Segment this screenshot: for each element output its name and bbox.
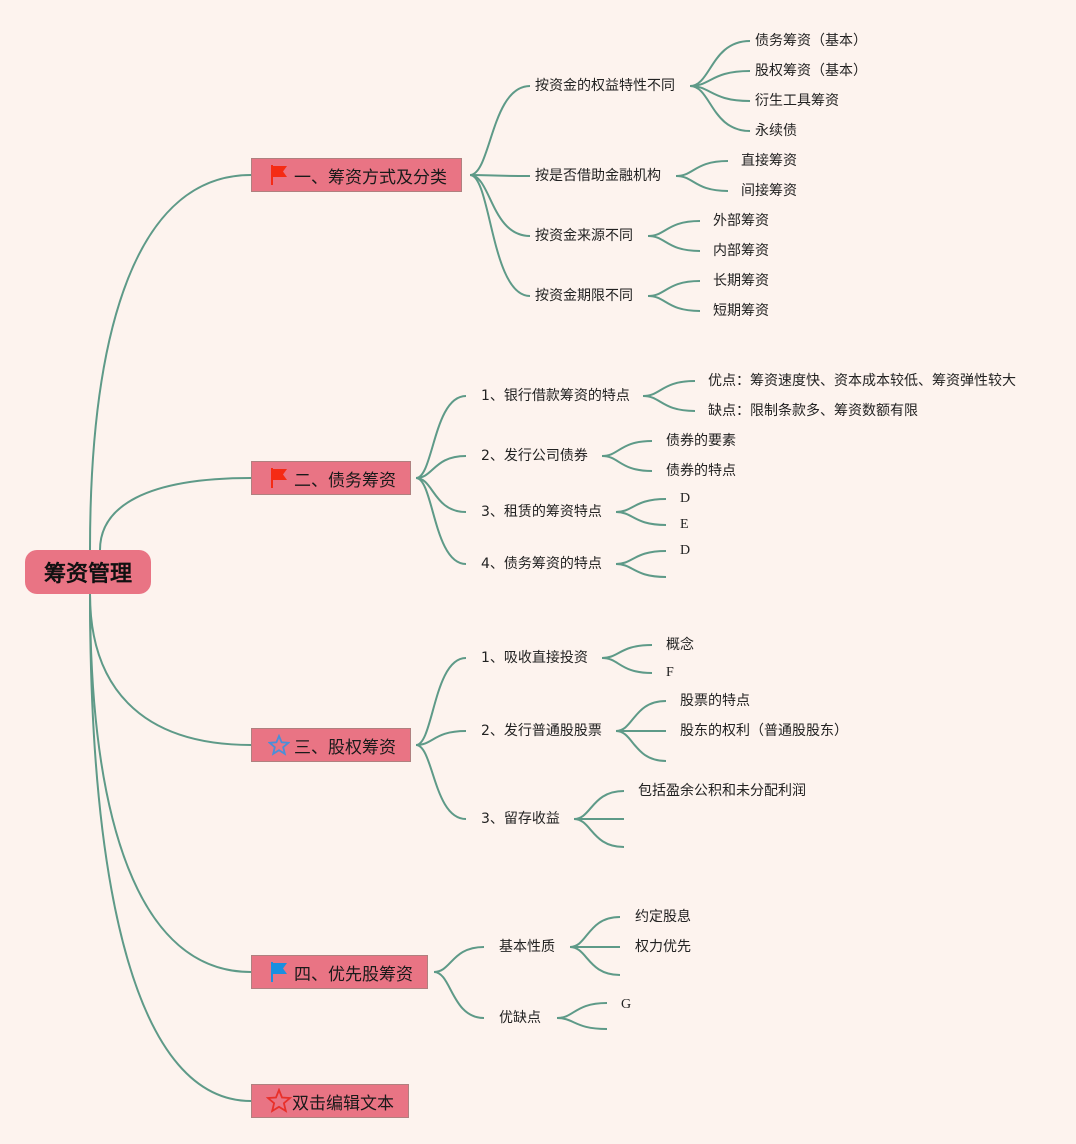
connector-line xyxy=(415,477,467,565)
connector-line xyxy=(469,174,531,237)
root-connector-line xyxy=(89,593,252,1102)
connector-line xyxy=(675,160,729,177)
branch-label: 双击编辑文本 xyxy=(292,1093,394,1114)
leaf[interactable]: 短期筹资 xyxy=(713,303,769,319)
subtopic[interactable]: 按资金的权益特性不同 xyxy=(535,78,675,94)
leaf[interactable]: 债券的要素 xyxy=(666,433,736,449)
connector-line xyxy=(569,916,621,948)
connector-line xyxy=(615,498,667,513)
leaf[interactable]: 衍生工具筹资 xyxy=(755,93,839,109)
connector-line xyxy=(569,946,621,976)
leaf[interactable]: 优点：筹资速度快、资本成本较低、筹资弹性较大 xyxy=(708,373,1016,389)
connector-line xyxy=(615,563,667,578)
subtopic[interactable]: 基本性质 xyxy=(499,939,555,955)
leaf[interactable]: 债券的特点 xyxy=(666,463,736,479)
connector-line xyxy=(601,657,653,674)
blue-flag-icon xyxy=(268,961,290,983)
red-flag-icon xyxy=(268,164,290,186)
leaf[interactable]: 概念 xyxy=(666,637,694,653)
leaf[interactable]: 包括盈余公积和未分配利润 xyxy=(638,783,806,799)
connector-line xyxy=(469,174,531,177)
connector-line xyxy=(601,440,653,457)
connector-line xyxy=(647,280,701,297)
connector-line xyxy=(642,380,696,397)
leaf[interactable]: 股东的权利（普通股股东） xyxy=(680,723,848,739)
connector-line xyxy=(573,818,625,848)
root-connector-line xyxy=(89,593,252,973)
leaf[interactable]: D xyxy=(680,491,691,506)
connector-line xyxy=(689,85,751,132)
branch-debt-financing[interactable]: 二、债务筹资 xyxy=(251,461,411,495)
connector-line xyxy=(415,657,467,746)
branch-label: 二、债务筹资 xyxy=(294,470,396,491)
branch-label: 四、优先股筹资 xyxy=(294,964,413,985)
connector-line xyxy=(615,700,667,732)
branch-label: 三、股权筹资 xyxy=(294,737,396,758)
root-label: 筹资管理 xyxy=(43,562,132,587)
subtopic[interactable]: 优缺点 xyxy=(499,1010,541,1026)
red-flag-icon xyxy=(268,467,290,489)
connector-line xyxy=(615,511,667,526)
leaf[interactable]: E xyxy=(680,517,689,532)
leaf[interactable]: 永续债 xyxy=(755,123,797,139)
connector-line xyxy=(647,220,701,237)
leaf[interactable]: 缺点：限制条款多、筹资数额有限 xyxy=(708,403,918,419)
leaf[interactable]: G xyxy=(621,997,632,1012)
leaf[interactable]: 债务筹资（基本） xyxy=(755,33,867,49)
leaf[interactable]: 股票的特点 xyxy=(680,693,750,709)
connector-line xyxy=(615,550,667,565)
leaf[interactable]: 直接筹资 xyxy=(741,153,797,169)
subtopic[interactable]: 按资金期限不同 xyxy=(535,288,633,304)
leaf[interactable]: D xyxy=(680,543,691,558)
connector-line xyxy=(601,455,653,472)
subtopic[interactable]: 2、发行普通股股票 xyxy=(481,723,602,739)
connector-line xyxy=(647,235,701,252)
connector-line xyxy=(415,744,467,820)
connector-line xyxy=(433,946,485,973)
leaf[interactable]: 外部筹资 xyxy=(713,213,769,229)
blue-star-icon xyxy=(268,734,290,756)
subtopic[interactable]: 1、吸收直接投资 xyxy=(481,650,588,666)
root-connector-line xyxy=(99,477,252,551)
connector-line xyxy=(689,40,751,87)
branch-preferred-stock[interactable]: 四、优先股筹资 xyxy=(251,955,428,989)
connector-line xyxy=(415,455,467,479)
leaf[interactable]: F xyxy=(666,665,674,680)
connector-line xyxy=(415,477,467,513)
connector-line xyxy=(647,295,701,312)
connector-line xyxy=(415,730,467,746)
subtopic[interactable]: 2、发行公司债券 xyxy=(481,448,588,464)
connector-line xyxy=(642,395,696,412)
root-connector-line xyxy=(89,174,252,551)
subtopic[interactable]: 按资金来源不同 xyxy=(535,228,633,244)
leaf[interactable]: 长期筹资 xyxy=(713,273,769,289)
leaf[interactable]: 权力优先 xyxy=(635,939,691,955)
branch-label: 一、筹资方式及分类 xyxy=(294,167,447,188)
connector-line xyxy=(615,730,667,762)
subtopic[interactable]: 3、留存收益 xyxy=(481,811,560,827)
leaf[interactable]: 间接筹资 xyxy=(741,183,797,199)
connector-line xyxy=(601,644,653,659)
connector-line xyxy=(573,790,625,820)
root-connector-line xyxy=(89,593,252,746)
red-star-icon xyxy=(266,1088,292,1114)
connector-line xyxy=(469,85,531,176)
branch-financing-methods[interactable]: 一、筹资方式及分类 xyxy=(251,158,462,192)
branch-edit-text[interactable]: 双击编辑文本 xyxy=(251,1084,409,1118)
leaf[interactable]: 内部筹资 xyxy=(713,243,769,259)
branch-equity-financing[interactable]: 三、股权筹资 xyxy=(251,728,411,762)
connector-line xyxy=(675,175,729,192)
leaf[interactable]: 约定股息 xyxy=(635,909,691,925)
connector-line xyxy=(415,395,467,479)
subtopic[interactable]: 4、债务筹资的特点 xyxy=(481,556,602,572)
connector-line xyxy=(556,1002,608,1019)
connector-line xyxy=(556,1017,608,1030)
subtopic[interactable]: 3、租赁的筹资特点 xyxy=(481,504,602,520)
connector-line xyxy=(469,174,531,297)
subtopic[interactable]: 1、银行借款筹资的特点 xyxy=(481,388,630,404)
root-node[interactable]: 筹资管理 xyxy=(25,550,151,594)
connector-line xyxy=(433,971,485,1019)
subtopic[interactable]: 按是否借助金融机构 xyxy=(535,168,661,184)
leaf[interactable]: 股权筹资（基本） xyxy=(755,63,867,79)
